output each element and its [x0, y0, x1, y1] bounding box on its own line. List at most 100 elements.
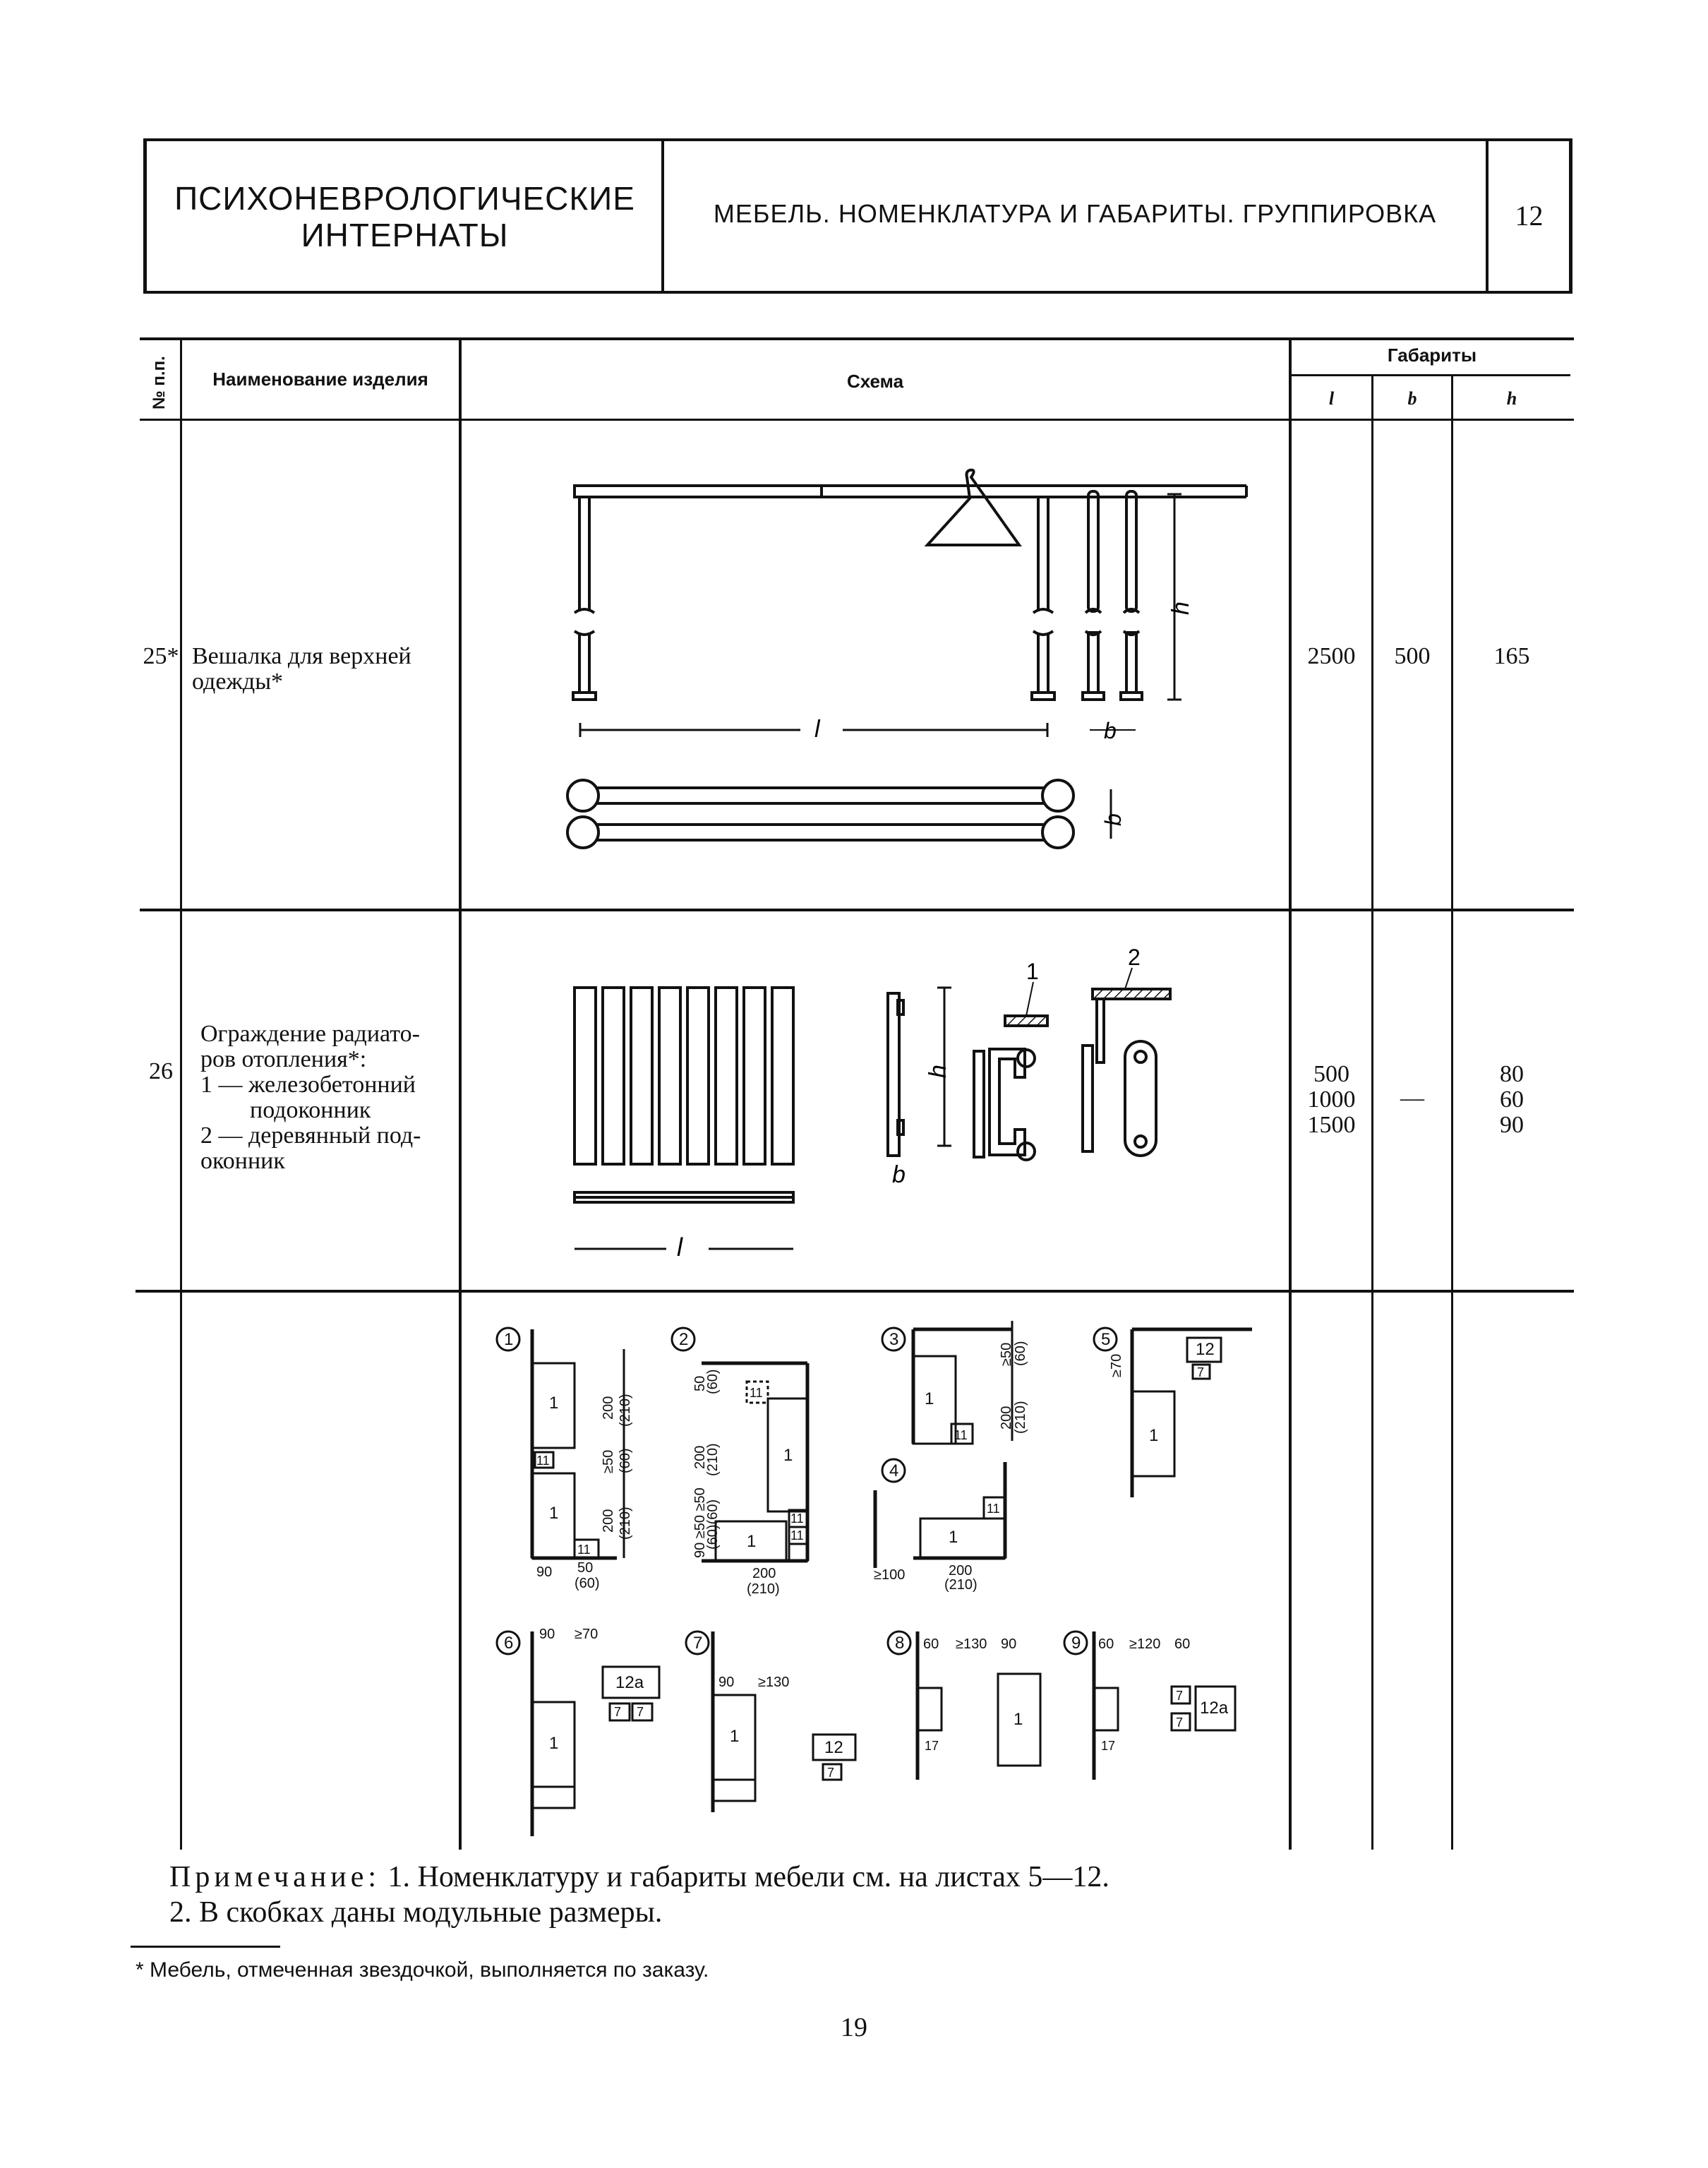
furniture-id: 1 [783, 1446, 793, 1465]
col-header-number: № п.п. [140, 346, 180, 419]
sheet-number: 12 [1515, 200, 1544, 232]
dimension-label: 60 [1098, 1636, 1114, 1652]
dim-h-value: 80 [1500, 1061, 1524, 1087]
furniture-id: 7 [1197, 1365, 1204, 1379]
row-name-line: Ограждение радиато- [200, 1021, 420, 1047]
col-line [1371, 376, 1373, 1850]
dim-h-values: 80 60 90 [1453, 1062, 1570, 1138]
row-name-line: 1 — железобетонний [200, 1072, 416, 1098]
note-line-2: 2. В скобках даны модульные размеры. [169, 1896, 663, 1929]
radiator-guard-scheme: l b h 1 2 [573, 945, 1172, 1262]
col-header-number-text: № п.п. [150, 356, 169, 409]
dimension-label: ≥130 [758, 1675, 789, 1690]
dim-l-value: 1000 [1307, 1086, 1356, 1113]
dimension-label: 90 [1001, 1636, 1016, 1652]
dimension-label: ≥50 [601, 1450, 616, 1473]
furniture-id: 7 [827, 1766, 834, 1780]
dimension-label: (60) [618, 1448, 633, 1473]
coat-rack-scheme: h l b b [566, 468, 1248, 849]
dimension-label: 90 [539, 1627, 555, 1642]
dim-b-value: 500 [1394, 643, 1431, 669]
col-header-name: Наименование изделия [212, 369, 428, 390]
callout-1: 1 [1026, 959, 1039, 984]
furniture-id: 7 [614, 1705, 621, 1719]
furniture-id: 11 [987, 1502, 1000, 1516]
row-name-line: ров отопления*: [200, 1046, 367, 1072]
row-divider [136, 1290, 1574, 1293]
row-name-line: Вешалка для верхней [192, 643, 411, 669]
furniture-id: 1 [949, 1528, 958, 1547]
col-header-b: b [1407, 388, 1417, 409]
group-number: 1 [504, 1330, 513, 1349]
header-left-title-line2: ИНТЕРНАТЫ [301, 217, 509, 253]
footnote: * Мебель, отмеченная звездочкой, выполня… [136, 1958, 709, 1982]
dim-l-values: 500 1000 1500 [1292, 1062, 1371, 1138]
dimension-label: ≥70 [575, 1627, 598, 1642]
dimension-label: ≥50 [999, 1343, 1014, 1366]
dim-l-value: 1500 [1307, 1112, 1356, 1138]
dimension-label: (210) [618, 1507, 633, 1540]
dimension-label: ≥100 [874, 1567, 905, 1583]
dimension-label: (210) [747, 1581, 780, 1597]
group-number: 7 [693, 1634, 702, 1653]
dimension-label: 50 [692, 1376, 708, 1391]
table-header-rule [140, 419, 1574, 421]
grouping-schemes: 1 1 11 1 11 200 (210) ≥50 (60) 200 (210)… [495, 1321, 1252, 1836]
note-line-1: Примечание: 1. Номенклатуру и габариты м… [169, 1859, 1510, 1895]
furniture-id: 11 [790, 1528, 804, 1543]
dim-h-label: h [1167, 601, 1194, 615]
furniture-id: 7 [1176, 1689, 1183, 1703]
dimension-label: 90 [536, 1564, 552, 1580]
row-name: Вешалка для верхней одежды* [192, 644, 457, 695]
page-number: 19 [841, 2013, 867, 2042]
dimension-label: 200 [752, 1566, 776, 1581]
group-number: 3 [889, 1330, 898, 1349]
dim-l-label: l [677, 1233, 683, 1262]
dim-b-label: b [892, 1161, 906, 1188]
dimension-label: 200 [692, 1446, 708, 1469]
dimension-label: (60) [575, 1576, 600, 1591]
dimension-label: (210) [944, 1577, 978, 1593]
row-name-line: одежды* [192, 669, 284, 695]
furniture-id: 11 [577, 1543, 591, 1557]
dimension-label: ≥120 [1129, 1636, 1160, 1652]
col-header-l: l [1328, 388, 1335, 409]
dim-h-label: h [925, 1065, 951, 1078]
dimension-label: ≥70 [1109, 1354, 1124, 1377]
furniture-id: 11 [750, 1386, 763, 1400]
dim-h-value: 60 [1500, 1086, 1524, 1113]
furniture-id: 1 [549, 1504, 558, 1523]
col-line [1289, 339, 1292, 1850]
dim-l-label: l [814, 716, 821, 743]
furniture-id: 11 [954, 1428, 968, 1442]
dimension-label: (60) [705, 1369, 721, 1394]
dimension-label: 60 [1174, 1636, 1190, 1652]
row-name-line: оконник [200, 1148, 285, 1174]
dimension-label: (210) [705, 1443, 721, 1476]
dimension-label: 200 [949, 1563, 972, 1579]
furniture-id: 1 [925, 1389, 934, 1408]
dimension-label: ≥130 [956, 1636, 987, 1652]
dim-l-value: 2500 [1307, 643, 1356, 669]
furniture-id: 1 [549, 1394, 558, 1413]
row-name-line: 2 — деревянный под- [200, 1122, 421, 1149]
callout-2: 2 [1128, 945, 1141, 970]
furniture-id: 12a [615, 1673, 644, 1692]
group-number: 6 [504, 1634, 513, 1653]
group-number: 4 [889, 1461, 898, 1480]
furniture-id: 12 [1196, 1340, 1215, 1359]
dim-b-label: b [1100, 813, 1126, 826]
furniture-id: 12 [824, 1738, 843, 1757]
furniture-id: 11 [536, 1454, 550, 1468]
dim-b-value: — [1400, 1085, 1424, 1111]
dimension-label: 200 [999, 1406, 1014, 1430]
header-main-title: МЕБЕЛЬ. НОМЕНКЛАТУРА И ГАБАРИТЫ. ГРУППИР… [713, 199, 1437, 228]
dimension-label: (60)(60) [705, 1499, 721, 1550]
col-header-h: h [1506, 388, 1517, 409]
furniture-id: 1 [747, 1532, 756, 1551]
row-divider [140, 909, 1574, 911]
dimension-label: 200 [601, 1509, 616, 1533]
col-line [180, 339, 182, 1850]
dimension-label: (210) [1013, 1401, 1028, 1434]
header-left-title-line1: ПСИХОНЕВРОЛОГИЧЕСКИЕ [174, 180, 635, 217]
